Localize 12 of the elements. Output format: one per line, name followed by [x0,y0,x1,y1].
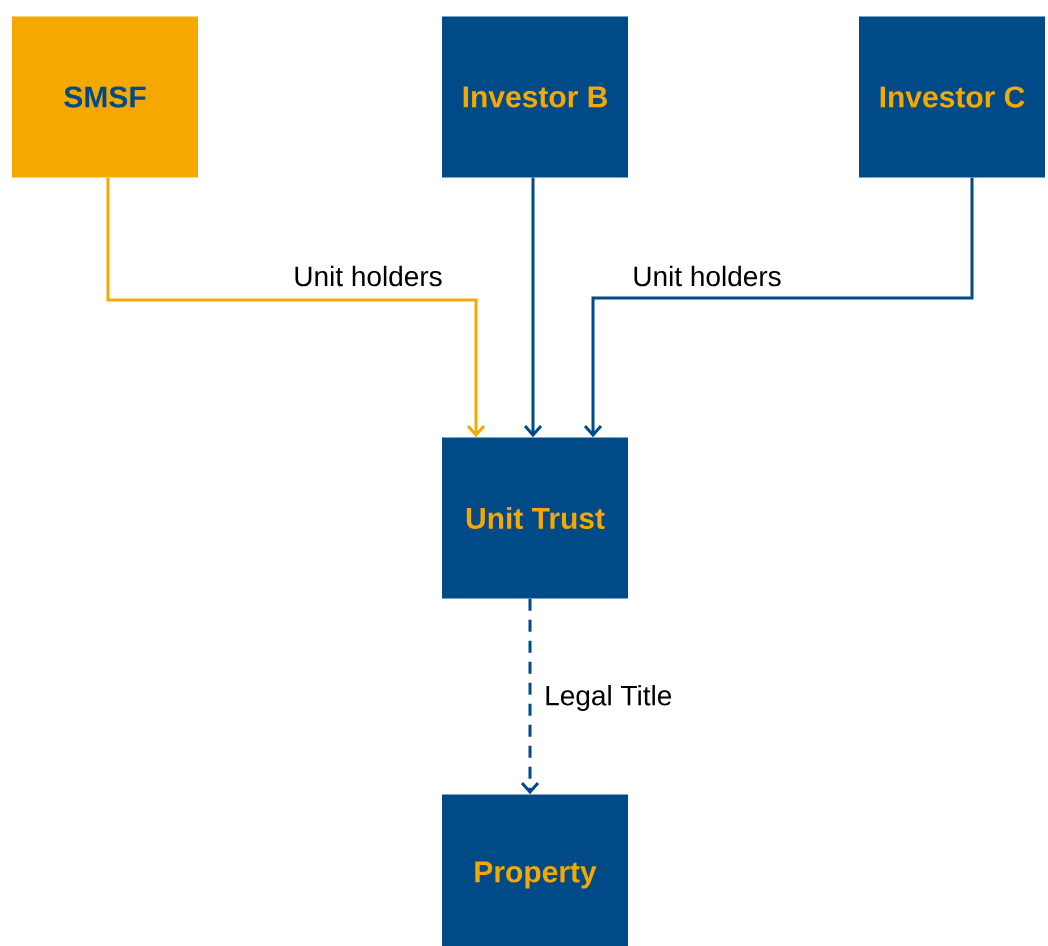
arrow [583,177,974,438]
entity-box: Investor B [442,16,628,178]
arrow [523,177,543,438]
edge-label: Legal Title [543,683,674,713]
entity-box: SMSF [12,16,198,178]
edge-label: Unit holders [631,264,783,288]
entity-box: Property [442,794,628,946]
entity-box: Unit Trust [442,437,628,599]
entity-box: Investor C [859,16,1045,178]
arrow [106,177,486,438]
arrow [520,598,540,795]
edge-label: Unit holders [292,264,444,288]
